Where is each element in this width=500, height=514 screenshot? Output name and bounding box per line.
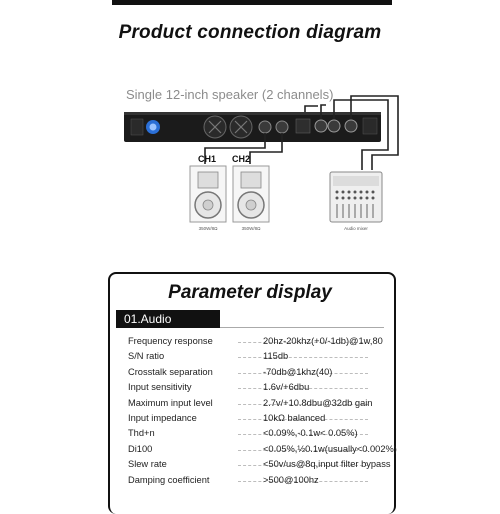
leader-line [238,465,368,467]
leader-line [238,418,368,420]
channel-label-ch1: CH1 [198,154,216,164]
leader-line [238,449,368,451]
leader-line [238,388,368,390]
page-title: Product connection diagram [118,22,382,43]
speaker-caption-ch2: 350W/8Ω [242,226,262,231]
param-value: -70db@1khz(40) [263,366,333,377]
amplifier [124,112,381,142]
channel-label-ch2: CH2 [232,154,250,164]
parameter-list: Frequency response 20hz-20khz(+0/-1db)@1… [128,334,398,488]
param-name: Input impedance [128,412,197,423]
parameter-panel [108,272,396,514]
param-row: S/N ratio 115db [128,349,398,364]
leader-line [238,357,368,359]
param-name: Di100 [128,443,153,454]
leader-line [238,342,368,343]
audio-mixer [329,171,383,223]
param-row: Damping coefficient >500@100hz [128,473,398,488]
param-value: >500@100hz [263,474,319,485]
param-row: Input impedance 10kΩ balanced [128,411,398,426]
param-value: 115db [263,351,289,362]
param-value: 20hz-20khz(+0/-1db)@1w,80 [263,336,383,346]
param-name: Crosstalk separation [128,366,213,377]
param-value: <0.05%,½0.1w(usually<0.002%) [263,443,397,454]
mixer-caption: Audio mixer [344,226,368,231]
cables [204,95,399,170]
param-value: 1.6v/+6dbu [263,382,310,393]
param-name: Frequency response [128,336,213,346]
param-row: Di100 <0.05%,½0.1w(usually<0.002%) [128,442,398,457]
param-name: Slew rate [128,459,167,470]
section-divider [220,327,384,328]
section-label: 01.Audio [124,312,172,326]
leader-line [238,403,368,405]
param-row: Maximum input level 2.7v/+10.8dbu@32db g… [128,396,398,411]
param-name: Thd+n [128,428,155,439]
param-row: Crosstalk separation -70db@1khz(40) [128,365,398,380]
section-header-bar [116,310,220,328]
param-name: S/N ratio [128,351,165,362]
connection-diagram: CH1 CH2 350W/8Ω 350W/8Ω Audio mixer [124,95,399,231]
param-value: <0.09%,-0.1w< 0.05%) [263,428,358,439]
leader-line [238,372,368,374]
param-value: <50v/us@8q,input filter bypass [263,459,391,470]
param-row: Frequency response 20hz-20khz(+0/-1db)@1… [128,334,398,349]
param-row: Input sensitivity 1.6v/+6dbu [128,380,398,395]
panel-title: Parameter display [168,282,332,303]
param-name: Maximum input level [128,397,213,408]
top-accent-bar [112,0,392,5]
param-name: Input sensitivity [128,382,192,393]
speaker-ch1 [189,165,227,223]
leader-line [238,434,368,436]
param-value: 10kΩ balanced [263,412,326,423]
speaker-ch2 [232,165,270,223]
param-row: Thd+n <0.09%,-0.1w< 0.05%) [128,426,398,441]
speaker-caption-ch1: 350W/8Ω [199,226,219,231]
param-value: 2.7v/+10.8dbu@32db gain [263,397,373,408]
leader-line [238,480,368,482]
diagram-subtitle: Single 12-inch speaker (2 channels) [126,87,334,102]
param-name: Damping coefficient [128,474,210,485]
param-row: Slew rate <50v/us@8q,input filter bypass [128,457,398,472]
